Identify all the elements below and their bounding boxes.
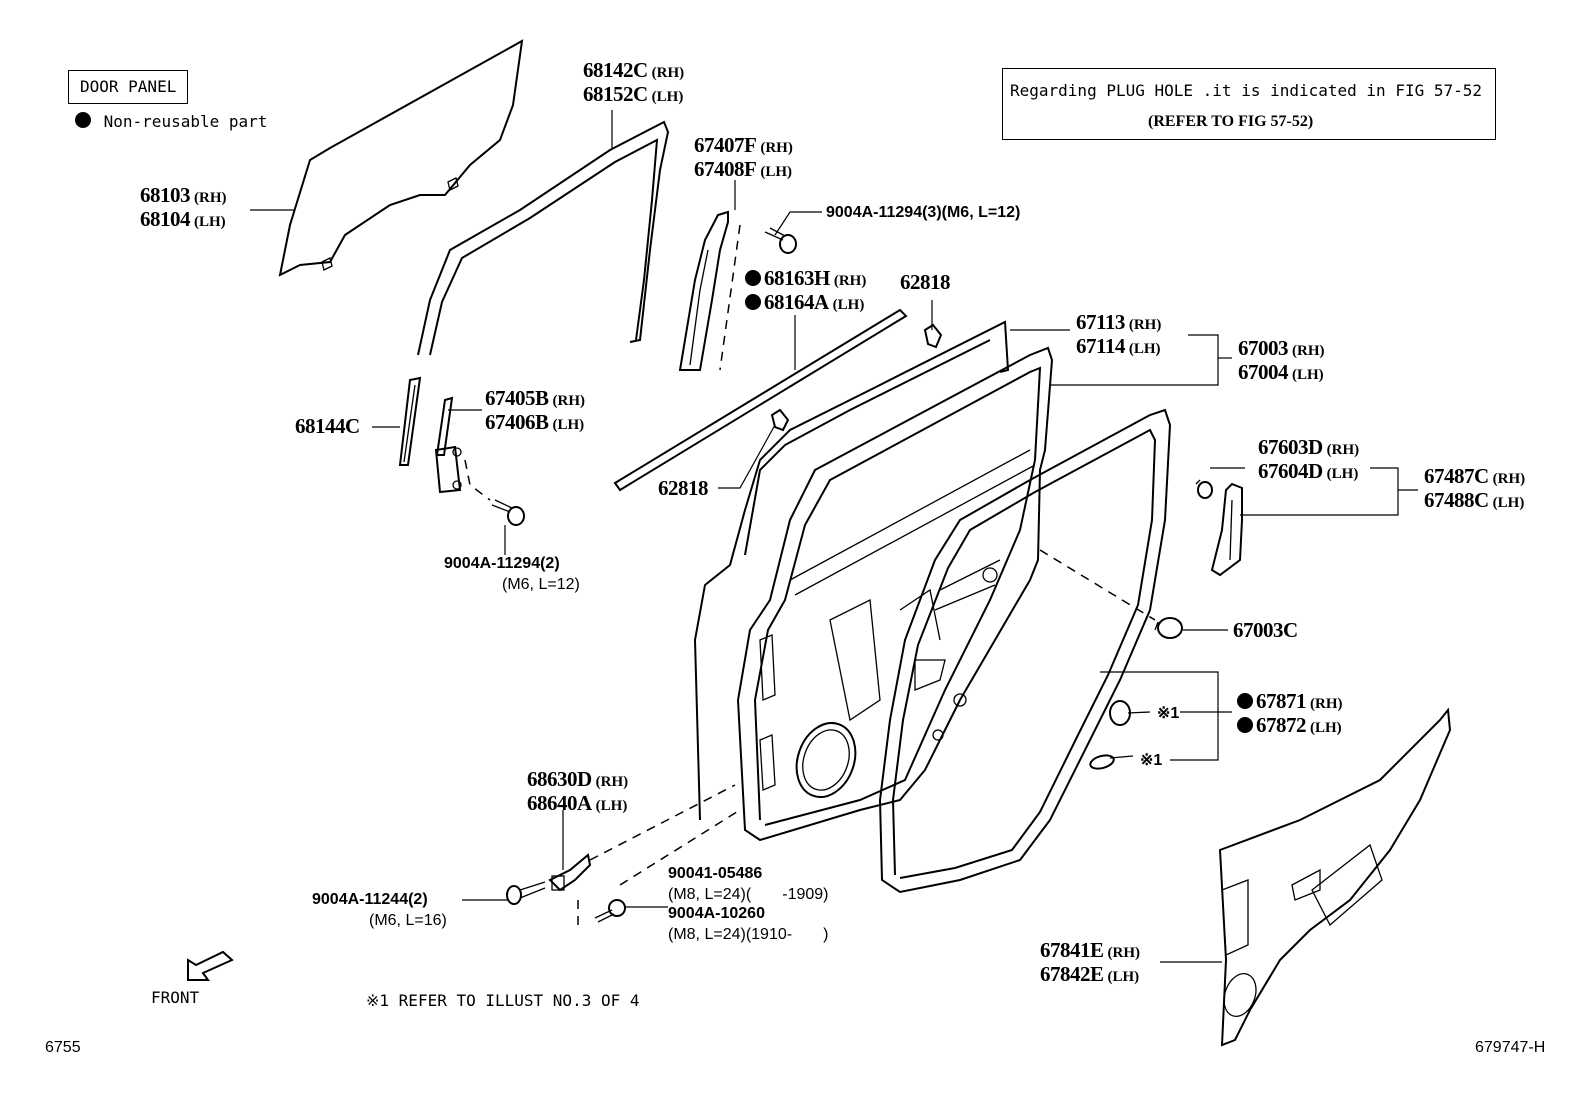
dashed-guide-line-mid xyxy=(464,459,491,501)
legend-title: DOOR PANEL xyxy=(80,77,177,96)
dashed-hinge-line-2 xyxy=(619,809,741,886)
cushion-drawing xyxy=(1154,617,1183,639)
non-reusable-bullet-icon xyxy=(745,294,761,310)
label-service-hole-cover[interactable]: 67841E(RH) 67842E(LH) xyxy=(1040,938,1141,986)
dashed-guide-line-cushion xyxy=(1039,549,1156,621)
pn-rh: 68103 xyxy=(140,183,191,207)
label-bolt-top[interactable]: 9004A-11294(3)(M6, L=12) xyxy=(826,204,1021,221)
label-door-panel-sub[interactable]: 67113(RH) 67114(LH) xyxy=(1076,310,1162,358)
front-arrow-icon xyxy=(187,950,234,981)
label-channel-68144c[interactable]: 68144C xyxy=(295,414,360,438)
run-channel-drawing xyxy=(417,120,670,356)
plug-hole-note-box xyxy=(1002,68,1496,140)
seal-67487-drawing xyxy=(1210,482,1243,577)
illust-code: 679747-H xyxy=(1475,1039,1546,1056)
legend-bullet-note: Non-reusable part xyxy=(75,112,267,131)
bolt-hinge-drawing xyxy=(506,881,546,905)
door-outer-panel-drawing xyxy=(693,320,1010,821)
label-division-bar[interactable]: 67407F(RH) 67408F(LH) xyxy=(694,133,793,181)
legend-bullet-text: Non-reusable part xyxy=(103,112,268,131)
bolt-top-drawing xyxy=(764,227,797,254)
clip-67871-drawing xyxy=(1089,700,1151,770)
ref-mark-b: ※1 xyxy=(1140,752,1163,769)
door-glass-drawing xyxy=(278,39,524,277)
front-label: FRONT xyxy=(151,988,200,1007)
label-door-panel-assy[interactable]: 67003(RH) 67004(LH) xyxy=(1238,336,1325,384)
rear-division-drawing xyxy=(434,396,462,494)
dashed-guide-line xyxy=(719,224,741,371)
label-bolt-hinge[interactable]: 9004A-11244(2) (M6, L=16) xyxy=(312,891,447,929)
label-bolt-90041[interactable]: 90041-05486 (M8, L=24)( -1909) xyxy=(668,865,829,903)
label-hinge[interactable]: 68630D(RH) 68640A(LH) xyxy=(527,767,629,815)
dashed-hinge-line-1 xyxy=(589,784,736,861)
service-hole-cover-drawing xyxy=(1218,707,1452,1047)
non-reusable-bullet-icon xyxy=(1237,717,1253,733)
label-clip-top[interactable]: 62818 xyxy=(900,270,951,294)
channel-68144c-drawing xyxy=(398,376,422,466)
plug-hole-note-line2: (REFER TO FIG 57-52) xyxy=(1148,113,1314,130)
label-clip-67603[interactable]: 67603D(RH) 67604D(LH) xyxy=(1258,435,1360,483)
non-reusable-bullet-icon xyxy=(75,112,91,128)
label-cushion[interactable]: 67003C xyxy=(1233,618,1298,642)
plug-hole-note-line1: Regarding PLUG HOLE .it is indicated in … xyxy=(1010,81,1483,100)
pn-lh: 68104 xyxy=(140,207,191,231)
door-weatherstrip-drawing xyxy=(878,408,1172,894)
bolt-90041-drawing xyxy=(594,899,626,923)
belt-weatherstrip-drawing xyxy=(613,308,908,492)
non-reusable-bullet-icon xyxy=(1237,693,1253,709)
label-rear-division[interactable]: 67405B(RH) 67406B(LH) xyxy=(485,386,586,434)
label-clip-mid[interactable]: 62818 xyxy=(658,476,709,500)
clip-top-drawing xyxy=(923,323,943,349)
label-seal-67487[interactable]: 67487C(RH) 67488C(LH) xyxy=(1424,464,1526,512)
label-run-channel[interactable]: 68142C(RH) 68152C(LH) xyxy=(583,58,685,106)
label-belt-weatherstrip[interactable]: 68163H(RH) 68164A(LH) xyxy=(745,268,866,316)
reference-note: ※1 REFER TO ILLUST NO.3 OF 4 xyxy=(366,991,640,1010)
fig-code: 6755 xyxy=(45,1039,81,1056)
label-glass[interactable]: 68103(RH) 68104(LH) xyxy=(140,183,227,231)
leader-lines xyxy=(250,110,1418,963)
label-bolt-mid[interactable]: 9004A-11294(2) (M6, L=12) xyxy=(444,555,580,593)
label-clip-67871[interactable]: 67871(RH) 67872(LH) xyxy=(1237,691,1343,739)
hinge-drawing xyxy=(548,853,592,892)
door-inner-frame-drawing xyxy=(736,346,1054,842)
clip-67603-drawing xyxy=(1195,479,1213,499)
legend-title-box xyxy=(68,70,188,104)
ref-mark-a: ※1 xyxy=(1157,705,1180,722)
non-reusable-bullet-icon xyxy=(745,270,761,286)
label-bolt-10260[interactable]: 9004A-10260 (M8, L=24)(1910- ) xyxy=(668,905,829,943)
bolt-mid-drawing xyxy=(491,499,525,526)
division-bar-drawing xyxy=(678,210,729,371)
